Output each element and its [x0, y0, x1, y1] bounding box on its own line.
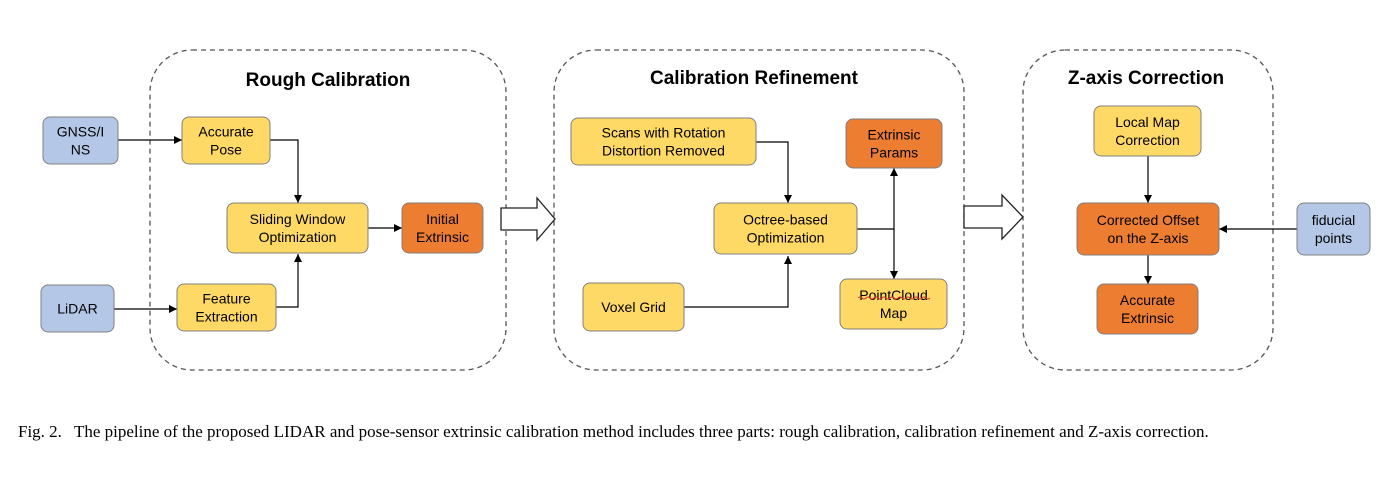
- pipeline-diagram: Rough Calibration Calibration Refinement…: [40, 49, 1371, 371]
- z-axis-correction-title: Z-axis Correction: [1068, 68, 1224, 89]
- node-label-line: Extrinsic: [1121, 310, 1174, 326]
- figure-caption: Fig. 2. The pipeline of the proposed LIDA…: [18, 422, 1378, 441]
- calibration-refinement-title: Calibration Refinement: [650, 68, 859, 89]
- z-axis-correction-section: [1022, 49, 1274, 371]
- node-lidar: LiDAR: [40, 284, 115, 333]
- node-label-line: Params: [870, 145, 918, 161]
- edge-scans-to-octree: [756, 141, 792, 203]
- edge-voxel-to-octree: [684, 256, 792, 308]
- node-label-line: fiducial: [1312, 212, 1356, 228]
- node-label-line: Pose: [210, 142, 242, 158]
- caption-text: The pipeline of the proposed LIDAR and p…: [73, 422, 1209, 441]
- rough-calibration-section: [149, 49, 507, 371]
- node-label-line: Optimization: [259, 229, 337, 245]
- node-label-line: Feature: [202, 291, 250, 307]
- figure-label: Fig. 2.: [18, 422, 62, 441]
- node-label-line: Map: [880, 305, 907, 321]
- node-label-line: on the Z-axis: [1108, 230, 1189, 246]
- node-label-line: Local Map: [1115, 114, 1180, 130]
- node-label-line: LiDAR: [57, 301, 97, 317]
- node-corrected-offset-z-axis: Corrected Offset on the Z-axis: [1076, 202, 1220, 256]
- node-label-line: Extrinsic: [868, 127, 921, 143]
- node-label-line: Sliding Window: [250, 211, 347, 227]
- spellcheck-underline: [857, 296, 931, 300]
- node-voxel-grid: Voxel Grid: [582, 282, 685, 332]
- calibration-refinement-section: [553, 49, 965, 371]
- flow-arrow-rough-to-refine: [500, 196, 556, 242]
- node-label-line: Correction: [1115, 132, 1180, 148]
- node-label-line: Octree-based: [743, 212, 828, 228]
- node-label-line: Initial: [426, 211, 459, 227]
- node-label-line: Accurate: [198, 124, 253, 140]
- node-label-line: NS: [71, 142, 90, 158]
- edge-feature-to-sliding: [276, 254, 302, 308]
- node-label-line: PointCloud: [859, 287, 928, 303]
- node-gnss-ins: GNSS/I NS: [42, 116, 119, 165]
- rough-calibration-title: Rough Calibration: [246, 70, 411, 91]
- node-label-line: Corrected Offset: [1097, 212, 1200, 228]
- node-label-line: Optimization: [747, 230, 825, 246]
- edge-pose-to-sliding: [270, 139, 302, 203]
- node-label-line: Accurate: [1120, 292, 1175, 308]
- node-label-line: Scans with Rotation: [602, 125, 726, 141]
- node-label-line: Distortion Removed: [602, 143, 725, 159]
- node-label-line: GNSS/I: [57, 124, 104, 140]
- node-label-line: points: [1315, 230, 1352, 246]
- flow-arrow-refine-to-zaxis: [963, 193, 1024, 241]
- node-fiducial-points: fiducial points: [1296, 202, 1371, 256]
- node-label-line: Voxel Grid: [601, 299, 666, 315]
- node-label-line: Extrinsic: [416, 229, 469, 245]
- node-label-line: Extraction: [195, 309, 257, 325]
